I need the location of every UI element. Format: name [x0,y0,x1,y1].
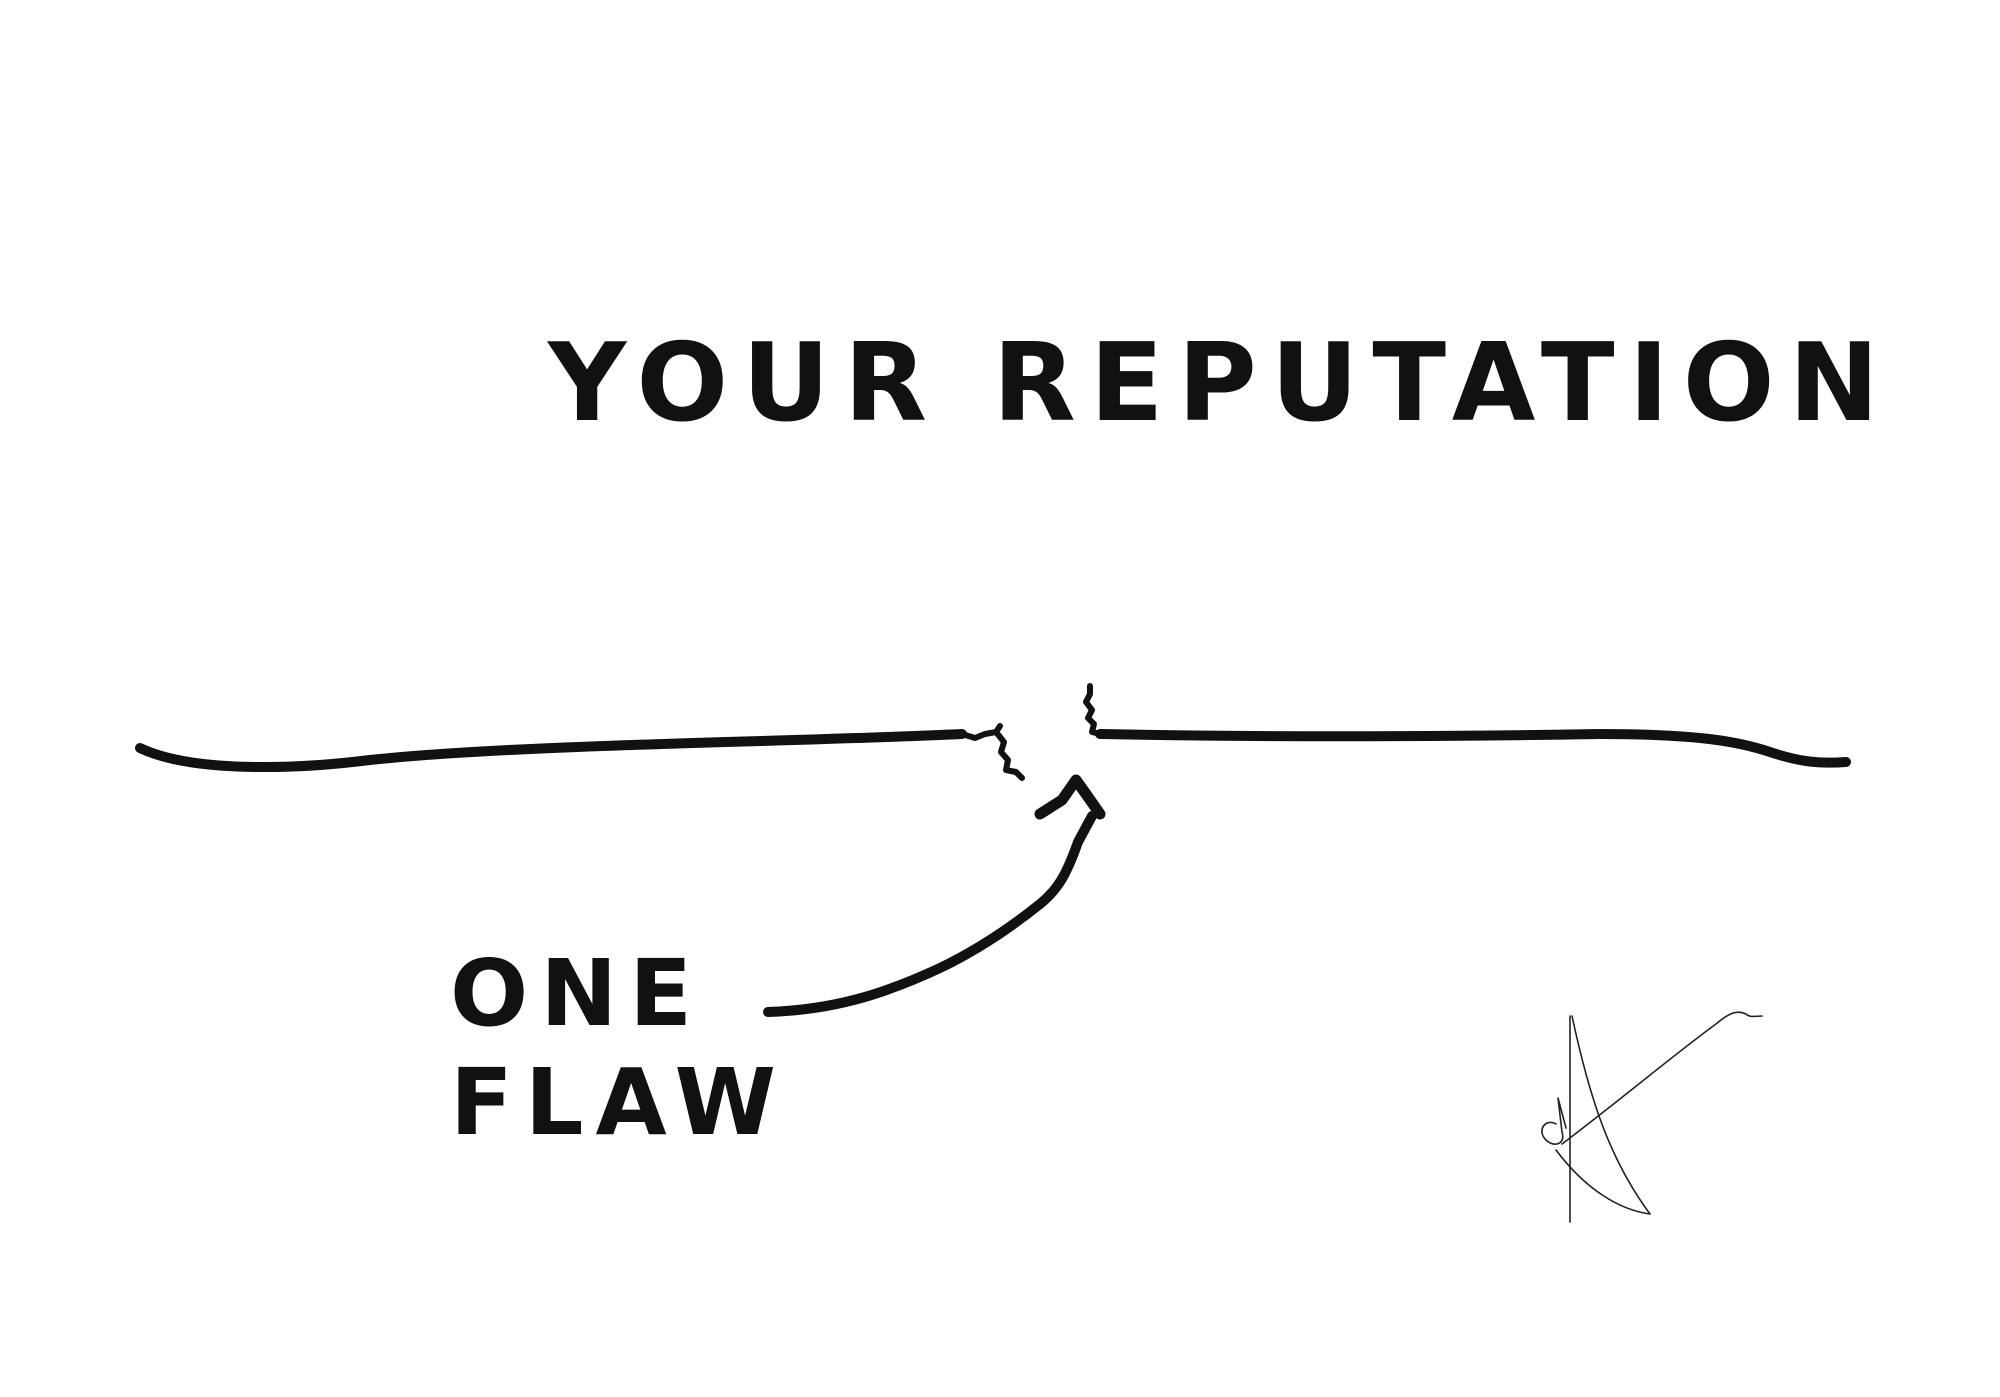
artist-signature [1541,1011,1763,1223]
reputation-line-left [135,729,967,773]
crack-left [959,723,1025,781]
sketch-title: YOUR REPUTATION [548,321,1893,446]
arrow-shaft [763,811,1097,1017]
arrow-head [1034,774,1106,820]
flaw-annotation: ONE FLAW [450,940,789,1156]
reputation-line-right [1095,729,1851,768]
crack-right [1083,683,1103,737]
